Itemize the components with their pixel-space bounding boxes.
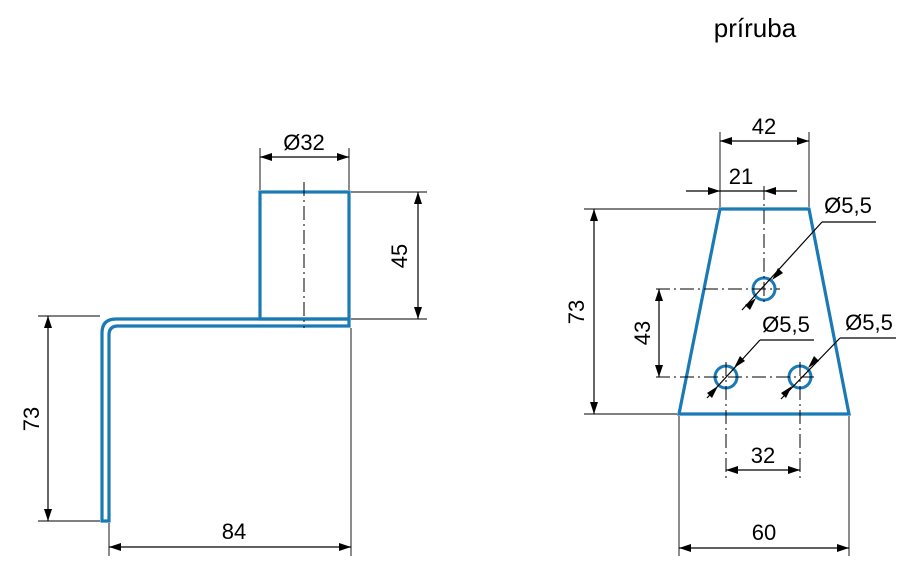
arrowhead (708, 187, 720, 195)
arrowhead (44, 316, 52, 328)
arrowhead (109, 543, 121, 551)
arrowhead (720, 137, 732, 145)
arrowhead (797, 137, 809, 145)
front-view: 42 21 Ø5,5 Ø5,5 Ø5,5 73 4 (564, 114, 896, 556)
dim-front-height: 73 (564, 300, 589, 324)
dim-tube-height: 45 (387, 244, 412, 268)
arrowhead (655, 289, 663, 301)
arrowhead (726, 466, 738, 474)
arrowhead (745, 298, 756, 310)
dim-hole-spacing: 32 (751, 443, 775, 468)
arrowhead (734, 356, 745, 368)
arrowhead (707, 386, 718, 398)
dim-bottom-width: 60 (752, 520, 776, 545)
arrowhead (44, 509, 52, 521)
arrowhead (337, 153, 349, 161)
dim-top-width: 42 (752, 114, 776, 139)
dim-hole-bottom-right: Ø5,5 (845, 310, 893, 335)
dim-tube-diameter: Ø32 (283, 130, 325, 155)
side-view: Ø32 45 73 84 (19, 130, 427, 556)
dim-hole-vertical: 43 (630, 321, 655, 345)
arrowhead (414, 307, 422, 319)
arrowhead (781, 386, 792, 398)
dim-top-offset: 21 (729, 164, 753, 189)
dim-side-width: 84 (222, 519, 246, 544)
arrowhead (679, 544, 691, 552)
leader-hole-bottom-right (780, 337, 841, 400)
arrowhead (788, 466, 800, 474)
arrowhead (339, 543, 351, 551)
arrowhead (655, 365, 663, 377)
arrowhead (260, 153, 272, 161)
flange-plate-outline (677, 207, 851, 416)
arrowhead (590, 209, 598, 221)
bracket-plate-outer (100, 317, 351, 523)
arrowhead (414, 192, 422, 204)
arrowhead (764, 187, 776, 195)
arrowhead (808, 356, 819, 368)
arrowhead (590, 402, 598, 414)
arrowhead (837, 544, 849, 552)
arrowhead (772, 268, 783, 280)
drawing-title: príruba (714, 13, 797, 43)
dim-hole-bottom-left: Ø5,5 (762, 312, 810, 337)
dim-side-height: 73 (19, 407, 44, 431)
dim-hole-top: Ø5,5 (824, 193, 872, 218)
leader-hole-top (741, 221, 823, 311)
